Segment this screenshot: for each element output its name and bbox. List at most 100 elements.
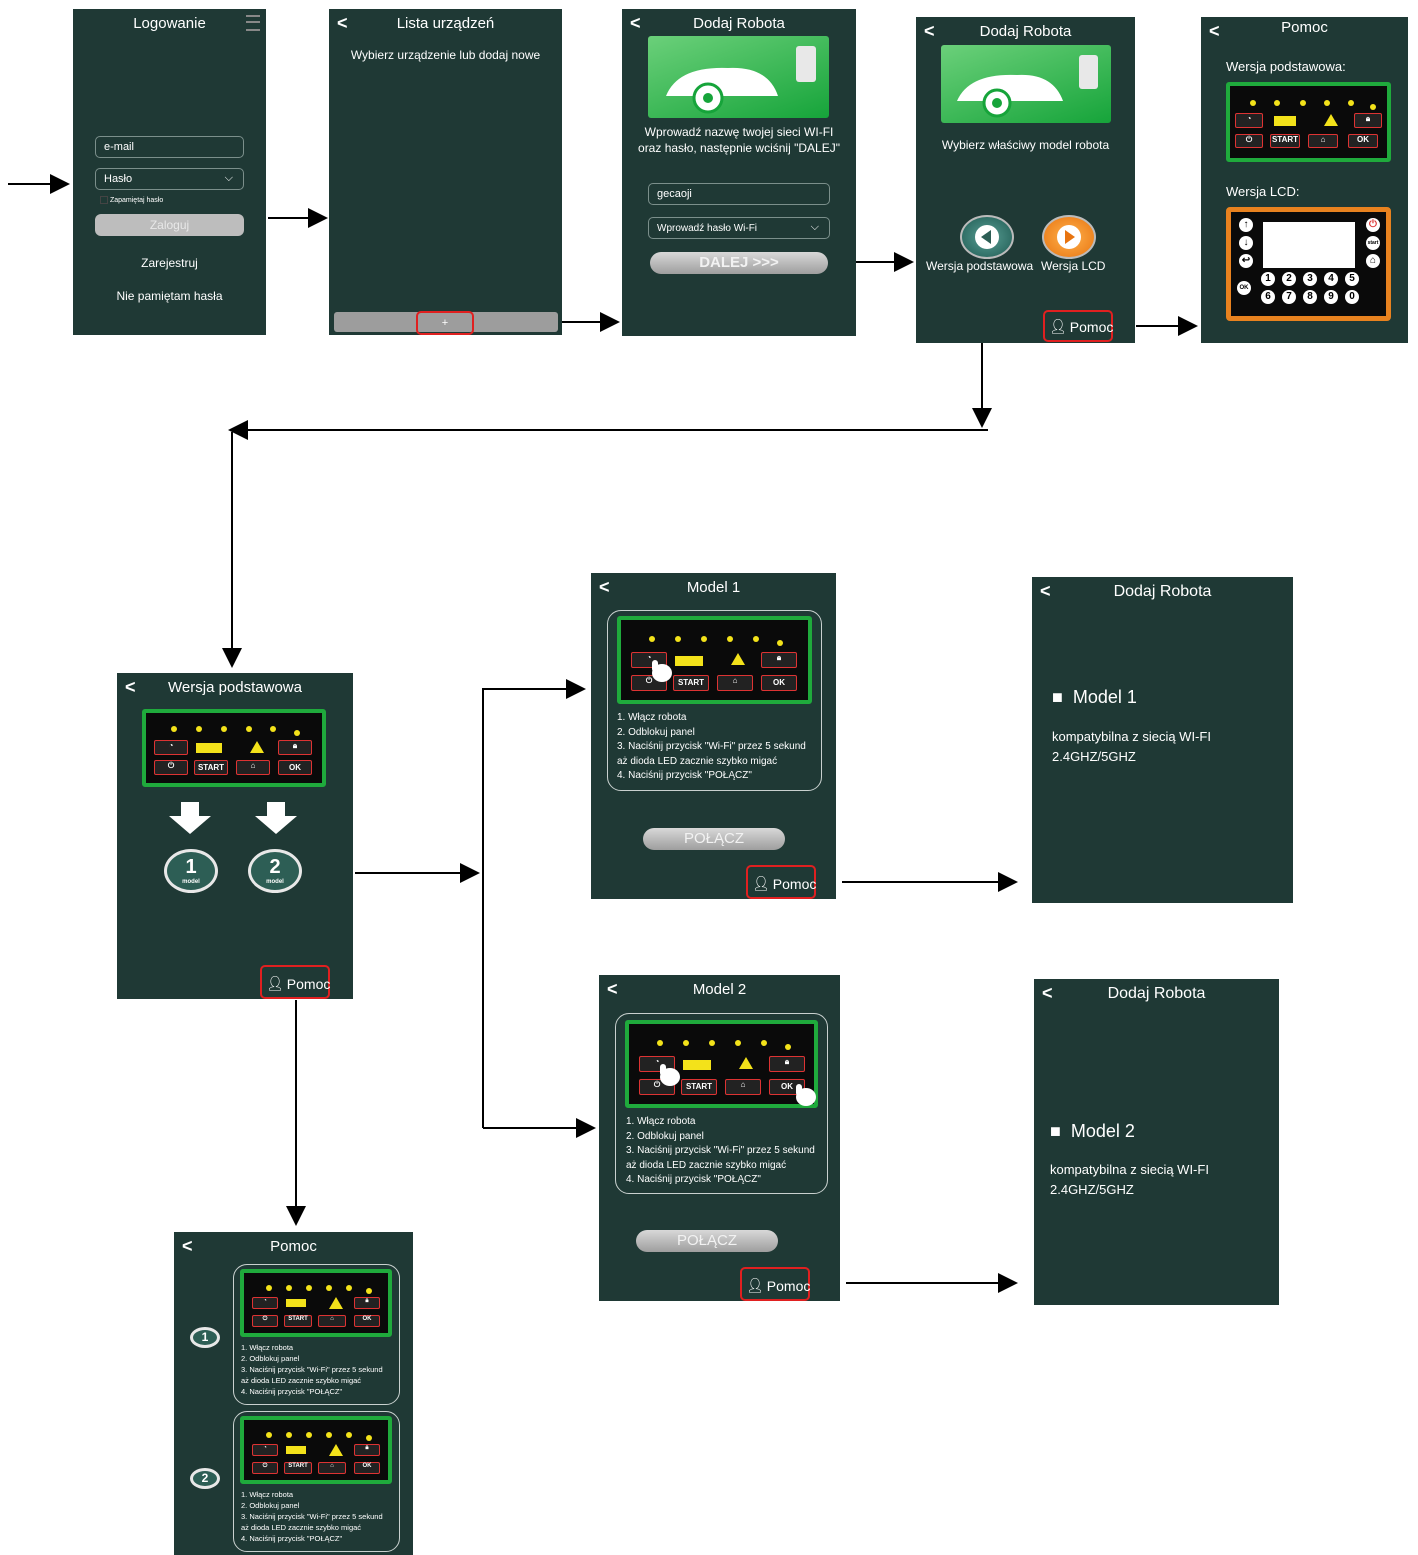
model-1-steps: 1. Włącz robota 2. Odblokuj panel 3. Nac… [617, 712, 806, 781]
result-2-compat-2: 2.4GHZ/5GHZ [1050, 1182, 1134, 1197]
help-steps-2: 1. Włącz robota 2. Odblokuj panel 3. Nac… [241, 1490, 383, 1543]
back-icon[interactable]: < [337, 13, 348, 33]
user-icon: 👤︎ [266, 975, 284, 991]
device-list-subtitle: Wybierz urządzenie lub dodaj nowe [350, 48, 541, 62]
user-icon: 👤︎ [746, 1277, 764, 1293]
down-arrows-icon [169, 802, 297, 834]
next-button[interactable]: DALEJ >>> [650, 252, 828, 274]
key-3: 3 [1303, 272, 1317, 286]
wifi-instruction-2: oraz hasło, następnie wciśnij "DALEJ" [638, 141, 840, 155]
help-label: Pomoc [1069, 318, 1114, 335]
back-icon[interactable]: < [924, 21, 935, 41]
instruction-card-2 [233, 1411, 400, 1552]
chevron-down-icon[interactable]: ⌵ [224, 172, 233, 184]
connect-button[interactable]: POŁĄCZ [643, 828, 785, 850]
model-2-badge: 2 [190, 1468, 220, 1489]
key-0: 0 [1345, 290, 1359, 304]
user-icon: 👤︎ [752, 875, 770, 891]
model-1-button[interactable]: 1 model [164, 849, 218, 893]
login-title: Logowanie [133, 15, 206, 32]
forgot-password-link[interactable]: Nie pamiętam hasła [116, 289, 223, 303]
result-model-1-screen: < Dodaj Robota ■ Model 1 kompatybilna z … [1032, 577, 1293, 903]
password-placeholder: Hasło [104, 173, 133, 185]
back-icon[interactable]: < [182, 1236, 193, 1256]
robot-mower-icon [666, 46, 816, 114]
key-7: 7 [1282, 290, 1296, 304]
model-1-screen: < Model 1 ◔ 🔒︎ ⏻ START ⌂ OK 1. Włącz rob… [591, 573, 836, 899]
bullet-icon: ■ [1052, 687, 1068, 707]
connect-button[interactable]: POŁĄCZ [636, 1230, 778, 1252]
menu-icon[interactable] [246, 15, 260, 31]
model-2-word: model [266, 879, 284, 885]
model-2-title: Model 2 [692, 981, 747, 998]
result-2-model-label: Model 2 [1070, 1121, 1135, 1141]
model-1-number: 1 [185, 856, 197, 878]
lcd-version-button[interactable] [1042, 215, 1096, 259]
result-1-compat-2: 2.4GHZ/5GHZ [1052, 749, 1136, 764]
back-icon[interactable]: < [125, 677, 136, 697]
chevron-down-icon[interactable]: ⌵ [810, 221, 819, 233]
back-icon[interactable]: < [1040, 581, 1051, 601]
add-device-button[interactable]: + [416, 311, 474, 335]
checkbox-icon [100, 196, 108, 204]
login-button[interactable]: Zaloguj [95, 214, 244, 236]
help-versions-screen: < Pomoc Wersja podstawowa: ◔ 🔒︎ ⏻ START … [1201, 17, 1408, 343]
help-label: Pomoc [286, 975, 331, 992]
back-icon[interactable]: < [1042, 983, 1053, 1003]
remember-checkbox[interactable]: Zapamiętaj hasło [100, 196, 163, 204]
instruction-card [607, 610, 822, 791]
lcd-display [1263, 222, 1355, 268]
model-2-button[interactable]: 2 model [248, 849, 302, 893]
result-2-compat-1: kompatybilna z siecią WI-FI [1050, 1162, 1209, 1177]
email-field[interactable]: e-mail [95, 136, 244, 158]
back-icon[interactable]: < [599, 577, 610, 597]
help-models-screen: < Pomoc 1 ◔ 🔒︎ ⏻ START ⌂ OK 1. Włącz rob… [174, 1232, 413, 1555]
robot-mower-icon [957, 55, 1098, 118]
help-label: Pomoc [772, 875, 817, 892]
help-button[interactable]: 👤︎ Pomoc [1043, 310, 1113, 342]
lcd-control-panel: ↑ ↓ ↩ ⏻ start ⌂ OK 1 2 3 4 5 6 7 8 9 0 [1226, 207, 1391, 321]
remember-label: Zapamiętaj hasło [109, 196, 164, 204]
basic-version-heading: Wersja podstawowa: [1226, 59, 1346, 74]
arrow-left-icon [975, 225, 999, 249]
ssid-field[interactable]: gecaoji [648, 183, 830, 205]
result-1-model: ■ Model 1 [1052, 687, 1137, 708]
back-icon[interactable]: < [1209, 21, 1220, 41]
basic-control-panel: ◔ 🔒︎ ⏻ START ⌂ OK [240, 1269, 392, 1337]
choose-model-title: Dodaj Robota [979, 23, 1072, 40]
wifi-password-field[interactable]: Wprowadź hasło Wi-Fi ⌵ [648, 217, 830, 239]
login-screen: Logowanie e-mail Hasło ⌵ Zapamiętaj hasł… [73, 9, 266, 335]
help-button[interactable]: 👤︎ Pomoc [740, 1267, 810, 1301]
device-list-screen: < Lista urządzeń Wybierz urządzenie lub … [329, 9, 562, 335]
help-steps-1: 1. Włącz robota 2. Odblokuj panel 3. Nac… [241, 1343, 383, 1396]
help-label: Pomoc [766, 1277, 811, 1294]
basic-version-label: Wersja podstawowa [926, 259, 1034, 273]
plus-icon: + [441, 317, 449, 329]
register-link[interactable]: Zarejestruj [141, 256, 198, 270]
help-title: Pomoc [1281, 19, 1328, 36]
hand-pointer-icon [652, 660, 672, 682]
bullet-icon: ■ [1050, 1121, 1066, 1141]
user-icon: 👤︎ [1049, 318, 1067, 334]
basic-version-screen: < Wersja podstawowa ◔ 🔒︎ ⏻ START ⌂ OK 1 … [117, 673, 353, 999]
add-device-bar [334, 312, 558, 332]
basic-control-panel: ◔ 🔒︎ ⏻ START ⌂ OK [240, 1416, 392, 1484]
back-icon[interactable]: < [607, 979, 618, 999]
help-button[interactable]: 👤︎ Pomoc [746, 865, 816, 899]
play-icon [1057, 225, 1081, 249]
lcd-version-heading: Wersja LCD: [1226, 184, 1300, 199]
result-model-2-screen: < Dodaj Robota ■ Model 2 kompatybilna z … [1034, 979, 1279, 1305]
model-2-number: 2 [269, 856, 281, 878]
choose-model-instruction: Wybierz właściwy model robota [941, 138, 1110, 152]
start-key: START [194, 760, 228, 775]
basic-control-panel: ◔ 🔒︎ ⏻ START ⌂ OK [625, 1020, 818, 1108]
instruction-card-1 [233, 1264, 400, 1405]
model-2-steps: 1. Włącz robota 2. Odblokuj panel 3. Nac… [626, 1116, 815, 1185]
basic-version-button[interactable] [960, 215, 1014, 259]
key-2: 2 [1282, 272, 1296, 286]
ok-key: OK [761, 675, 797, 691]
back-icon[interactable]: < [630, 13, 641, 33]
result-1-title: Dodaj Robota [1113, 583, 1212, 600]
help-button[interactable]: 👤︎ Pomoc [260, 965, 330, 999]
password-field[interactable]: Hasło ⌵ [95, 168, 244, 190]
